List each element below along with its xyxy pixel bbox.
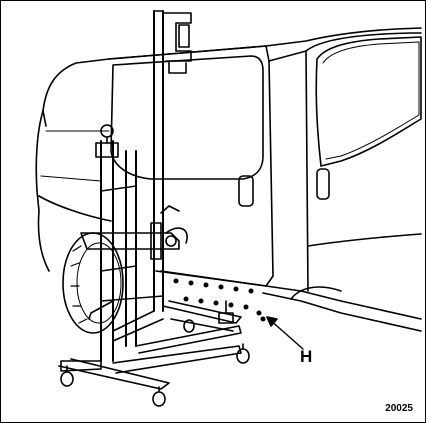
callout-label-h: H — [300, 347, 313, 366]
trolley-forks — [162, 300, 242, 332]
sill-mounting-points — [173, 278, 266, 322]
sliding-door-handle — [238, 175, 254, 207]
cab-door-window-inner — [322, 41, 420, 160]
cab-door-outline — [305, 32, 422, 52]
trolley-tall-mast — [153, 10, 164, 312]
van-lower-body-line — [262, 292, 422, 332]
cab-door-handle — [316, 168, 330, 200]
cab-door-window — [315, 36, 422, 167]
sliding-door-window — [110, 55, 264, 180]
van-body-crease — [40, 130, 110, 182]
trolley-base-main-leg — [58, 358, 170, 390]
cab-door-bottom — [307, 233, 422, 247]
figure-number: 20025 — [385, 403, 413, 414]
trolley-lower-brace — [112, 310, 164, 342]
van-roof-line — [42, 27, 422, 112]
van-front-outline — [35, 110, 50, 272]
callout-h-leader-line — [268, 318, 304, 350]
van-rocker-line — [155, 270, 422, 320]
sliding-door-outline — [108, 45, 274, 287]
callout-h — [266, 316, 304, 350]
van-rear-wheel-arch — [290, 286, 342, 300]
trolley-mast-head — [162, 12, 192, 62]
sliding-door-rear-edge — [268, 50, 309, 292]
van-body — [35, 27, 422, 332]
lifting-trolley — [58, 10, 250, 407]
trolley-base-right-leg — [112, 345, 242, 374]
van-front-panel — [38, 110, 112, 222]
callout-h-arrowhead — [266, 316, 278, 327]
trolley-base-left-leg — [60, 360, 102, 372]
trolley-castor-wheels — [60, 319, 250, 407]
trolley-front-column — [100, 140, 114, 362]
trolley-arm — [80, 232, 180, 250]
